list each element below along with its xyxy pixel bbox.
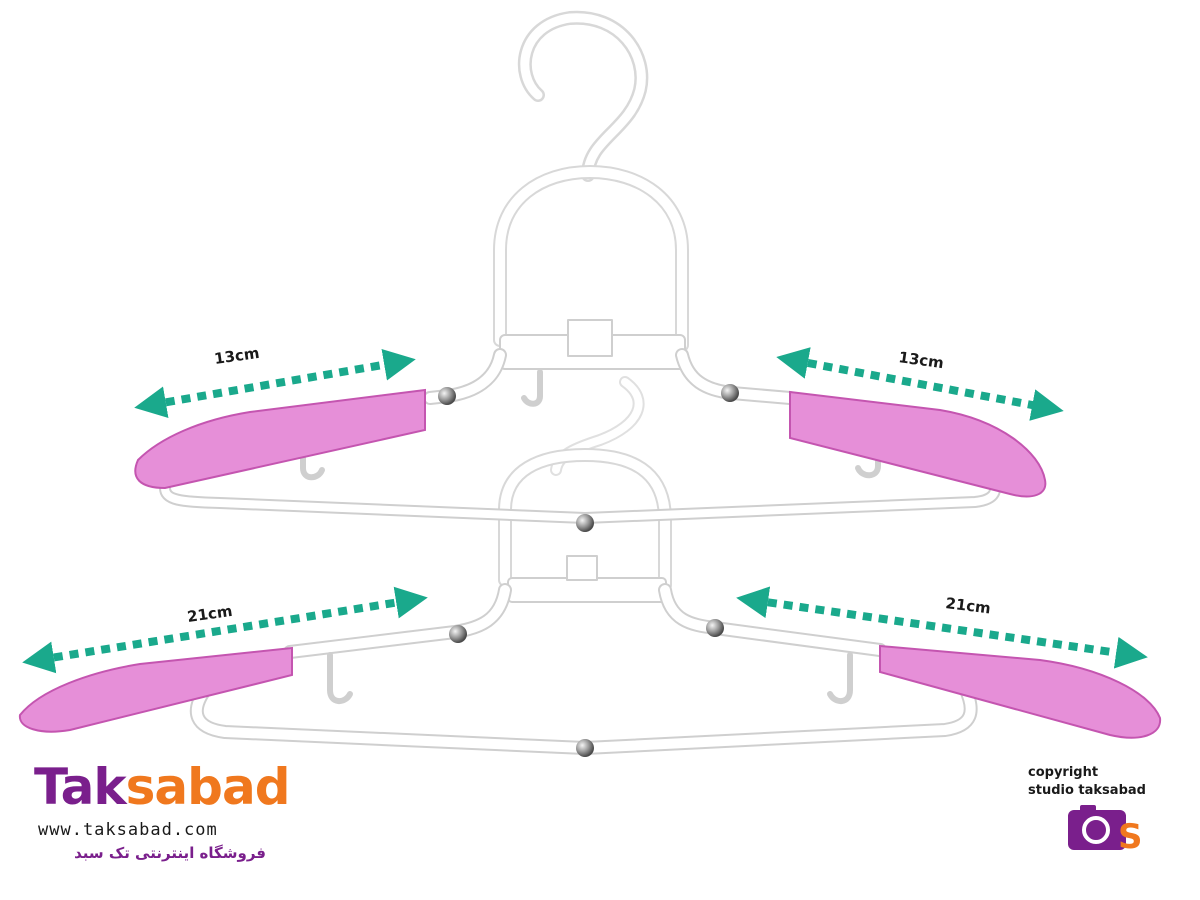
brand-tagline: فروشگاه اینترنتی تک سبد [74, 844, 266, 862]
bottom-left-dimension-label: 21cm [186, 602, 233, 626]
joint-ball [721, 384, 739, 402]
joint-ball [706, 619, 724, 637]
svg-text:S: S [1118, 817, 1143, 854]
logo-part-sabad: sabad [125, 758, 291, 816]
brand-url: www.taksabad.com [38, 820, 218, 840]
copyright-notice: copyright studio taksabad [1028, 764, 1146, 800]
joint-ball [438, 387, 456, 405]
joint-ball [576, 514, 594, 532]
top-left-dimension-arrow [134, 348, 416, 419]
top-right-dimension-arrow [776, 347, 1064, 421]
bottom-right-dimension-label: 21cm [945, 594, 992, 617]
bottom-hanger [189, 376, 978, 755]
joint-ball [576, 739, 594, 757]
bottom-left-pad [18, 646, 293, 733]
top-left-pad [134, 388, 426, 490]
copyright-line-1: copyright [1028, 765, 1099, 780]
copyright-line-2: studio taksabad [1028, 783, 1146, 798]
top-left-dimension-label: 13cm [213, 344, 260, 368]
joint-ball [449, 625, 467, 643]
top-right-dimension-label: 13cm [897, 348, 944, 372]
top-right-pad [789, 390, 1047, 498]
logo-part-tak: Tak [34, 758, 127, 816]
bottom-right-pad [879, 644, 1162, 739]
studio-camera-logo-icon: S [1068, 805, 1143, 854]
taksabad-logo: Taksabad [34, 762, 290, 812]
